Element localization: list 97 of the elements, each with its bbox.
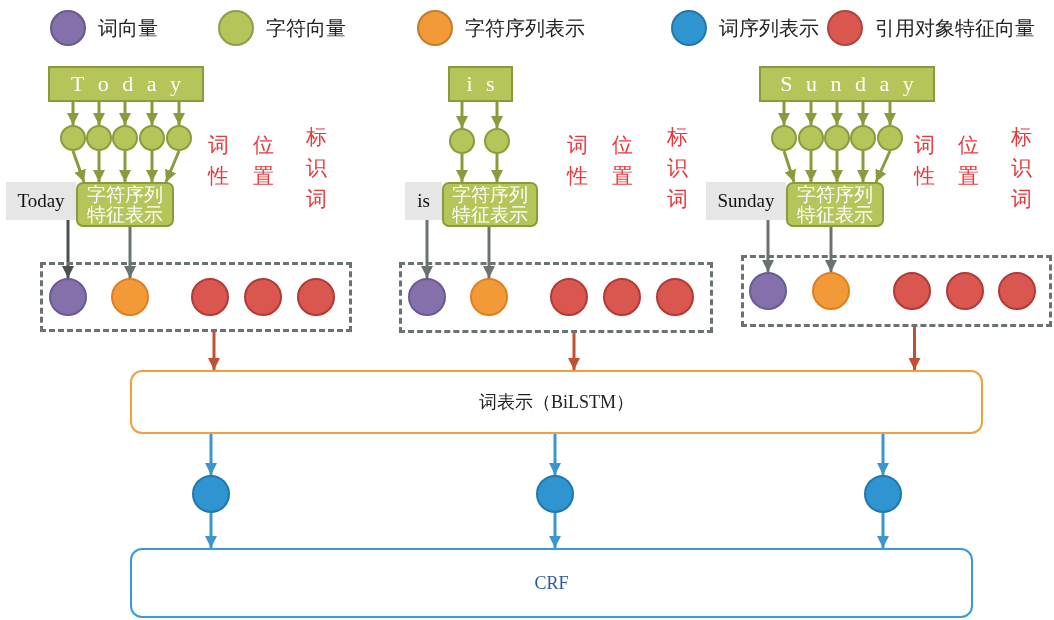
word-label: is: [405, 182, 442, 220]
arrow: [782, 150, 797, 183]
arrow: [124, 227, 136, 278]
word-label: Sunday: [706, 182, 786, 220]
arrow: [456, 154, 468, 182]
word-vector-circle: [49, 278, 87, 316]
arrow: [549, 513, 561, 548]
character-circle: [484, 128, 510, 154]
feature-label: 标识词: [667, 124, 689, 213]
feature-vector-circle: [946, 272, 984, 310]
feature-label: 位置: [958, 132, 980, 190]
word-label: Today: [6, 182, 76, 220]
arrow: [205, 434, 217, 475]
arrow: [884, 102, 896, 125]
arrow: [119, 102, 131, 125]
arrow: [67, 102, 79, 125]
arrow: [93, 151, 105, 182]
arrow: [908, 327, 921, 370]
dashed-group-box: [741, 255, 1052, 327]
character-circle: [166, 125, 192, 151]
character-circle: [877, 125, 903, 151]
character-circle: [86, 125, 112, 151]
feature-vector-circle: [656, 278, 694, 316]
legend-label: 字符向量: [266, 15, 346, 42]
arrow: [146, 151, 158, 182]
feature-label: 位置: [253, 132, 275, 190]
legend-label: 引用对象特征向量: [875, 15, 1035, 42]
arrow: [491, 154, 503, 182]
character-circle: [139, 125, 165, 151]
letter-box: S u n d a y: [759, 66, 935, 102]
feature-vector-circle: [244, 278, 282, 316]
feature-label: 标识词: [306, 124, 328, 213]
char-sequence-circle: [812, 272, 850, 310]
arrow: [857, 151, 869, 182]
arrow: [483, 227, 495, 278]
arrow: [173, 102, 185, 125]
word-vector-circle: [749, 272, 787, 310]
dashed-group-box: [399, 262, 713, 333]
arrow: [762, 220, 774, 272]
feature-label: 词性: [567, 132, 589, 190]
word-sequence-circle: [864, 475, 902, 513]
character-circle: [112, 125, 138, 151]
feature-vector-circle: [550, 278, 588, 316]
arrow: [119, 151, 131, 182]
feature-vector-circle: [893, 272, 931, 310]
feature-label: 词性: [208, 132, 230, 190]
letter-box: i s: [448, 66, 513, 102]
arrow: [71, 150, 86, 183]
arrow: [831, 102, 843, 125]
arrow: [491, 102, 503, 128]
arrow: [164, 150, 181, 183]
arrow: [831, 151, 843, 182]
arrow: [874, 150, 892, 183]
character-circle: [449, 128, 475, 154]
word-vector-circle: [408, 278, 446, 316]
feature-label: 位置: [612, 132, 634, 190]
character-circle: [798, 125, 824, 151]
character-circle: [60, 125, 86, 151]
bilstm-box: 词表示（BiLSTM）: [130, 370, 983, 434]
feature-box: 字符序列特征表示: [442, 182, 538, 227]
arrow: [857, 102, 869, 125]
crf-box: CRF: [130, 548, 973, 618]
arrow: [825, 227, 837, 272]
arrow: [205, 513, 217, 548]
feature-box: 字符序列特征表示: [786, 182, 884, 227]
char-sequence-circle: [470, 278, 508, 316]
word-sequence-circle: [192, 475, 230, 513]
feature-vector-circle: [191, 278, 229, 316]
arrow: [421, 220, 433, 278]
arrow: [805, 151, 817, 182]
letter-box: T o d a y: [48, 66, 204, 102]
arrow: [877, 434, 889, 475]
arrow: [93, 102, 105, 125]
arrow: [778, 102, 790, 125]
arrow: [456, 102, 468, 128]
feature-vector-circle: [297, 278, 335, 316]
arrow: [568, 333, 580, 370]
word-sequence-circle: [536, 475, 574, 513]
character-circle: [850, 125, 876, 151]
feature-vector-circle: [603, 278, 641, 316]
dashed-group-box: [40, 262, 352, 332]
legend-label: 字符序列表示: [465, 15, 585, 42]
feature-label: 词性: [914, 132, 936, 190]
feature-vector-circle: [998, 272, 1036, 310]
feature-box: 字符序列特征表示: [76, 182, 174, 227]
feature-label: 标识词: [1011, 124, 1033, 213]
char-sequence-circle: [111, 278, 149, 316]
legend-label: 词序列表示: [719, 15, 819, 42]
arrow: [146, 102, 158, 125]
character-circle: [824, 125, 850, 151]
character-circle: [771, 125, 797, 151]
arrow: [549, 434, 561, 475]
arrow: [62, 220, 74, 278]
arrow: [805, 102, 817, 125]
arrow: [208, 332, 220, 370]
legend-label: 词向量: [98, 15, 158, 42]
arrow: [877, 513, 889, 548]
